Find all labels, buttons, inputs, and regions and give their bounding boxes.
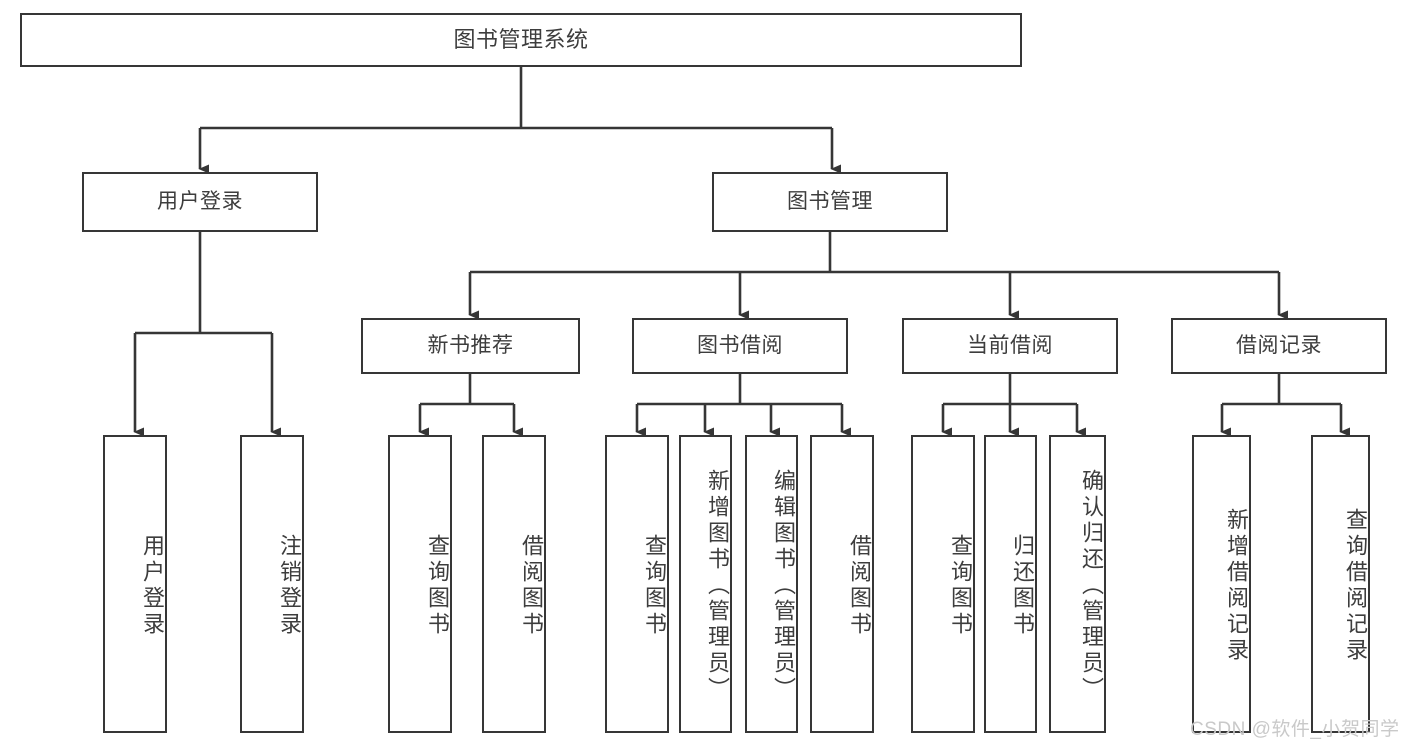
node-book-borrow-label: 图书借阅	[697, 333, 783, 357]
node-leaf-query-book-1-label: 查询图书	[425, 534, 450, 638]
node-user-login-label: 用户登录	[157, 189, 243, 213]
node-leaf-user-login[interactable]: 用户登录	[103, 435, 167, 733]
node-root[interactable]: 图书管理系统	[20, 13, 1022, 67]
node-leaf-query-book-2-label: 查询图书	[642, 534, 667, 638]
node-leaf-borrow-book-2-label: 借阅图书	[847, 534, 872, 638]
node-book-borrow[interactable]: 图书借阅	[632, 318, 848, 374]
csdn-watermark: CSDN @软件_小贺同学	[1190, 719, 1400, 740]
node-leaf-confirm-return[interactable]: 确认归还（管理员）	[1049, 435, 1106, 733]
node-new-book-recommend[interactable]: 新书推荐	[361, 318, 580, 374]
node-leaf-query-book-2[interactable]: 查询图书	[605, 435, 669, 733]
node-leaf-query-borrow-record-label: 查询借阅记录	[1343, 508, 1368, 664]
node-book-manage-label: 图书管理	[787, 189, 873, 213]
node-leaf-return-book-label: 归还图书	[1010, 534, 1035, 638]
node-leaf-add-book-label: 新增图书（管理员）	[705, 469, 730, 703]
node-borrow-record[interactable]: 借阅记录	[1171, 318, 1387, 374]
node-root-label: 图书管理系统	[453, 27, 589, 53]
node-book-manage[interactable]: 图书管理	[712, 172, 948, 232]
node-current-borrow[interactable]: 当前借阅	[902, 318, 1118, 374]
node-leaf-user-login-label: 用户登录	[140, 534, 165, 638]
node-leaf-borrow-book-1-label: 借阅图书	[519, 534, 544, 638]
node-leaf-edit-book-label: 编辑图书（管理员）	[771, 469, 796, 703]
node-leaf-query-borrow-record[interactable]: 查询借阅记录	[1311, 435, 1370, 733]
node-leaf-logout-login[interactable]: 注销登录	[240, 435, 304, 733]
node-leaf-logout-login-label: 注销登录	[277, 534, 302, 638]
node-new-book-recommend-label: 新书推荐	[427, 333, 514, 357]
node-leaf-borrow-book-2[interactable]: 借阅图书	[810, 435, 874, 733]
node-leaf-edit-book[interactable]: 编辑图书（管理员）	[745, 435, 798, 733]
node-leaf-borrow-book-1[interactable]: 借阅图书	[482, 435, 546, 733]
node-borrow-record-label: 借阅记录	[1236, 333, 1322, 357]
node-leaf-add-borrow-record[interactable]: 新增借阅记录	[1192, 435, 1251, 733]
node-current-borrow-label: 当前借阅	[967, 333, 1053, 357]
node-leaf-confirm-return-label: 确认归还（管理员）	[1079, 469, 1104, 703]
node-leaf-query-book-3[interactable]: 查询图书	[911, 435, 975, 733]
node-leaf-add-borrow-record-label: 新增借阅记录	[1224, 508, 1249, 664]
node-leaf-add-book[interactable]: 新增图书（管理员）	[679, 435, 732, 733]
node-leaf-return-book[interactable]: 归还图书	[984, 435, 1037, 733]
node-leaf-query-book-1[interactable]: 查询图书	[388, 435, 452, 733]
node-leaf-query-book-3-label: 查询图书	[948, 534, 973, 638]
node-user-login[interactable]: 用户登录	[82, 172, 318, 232]
